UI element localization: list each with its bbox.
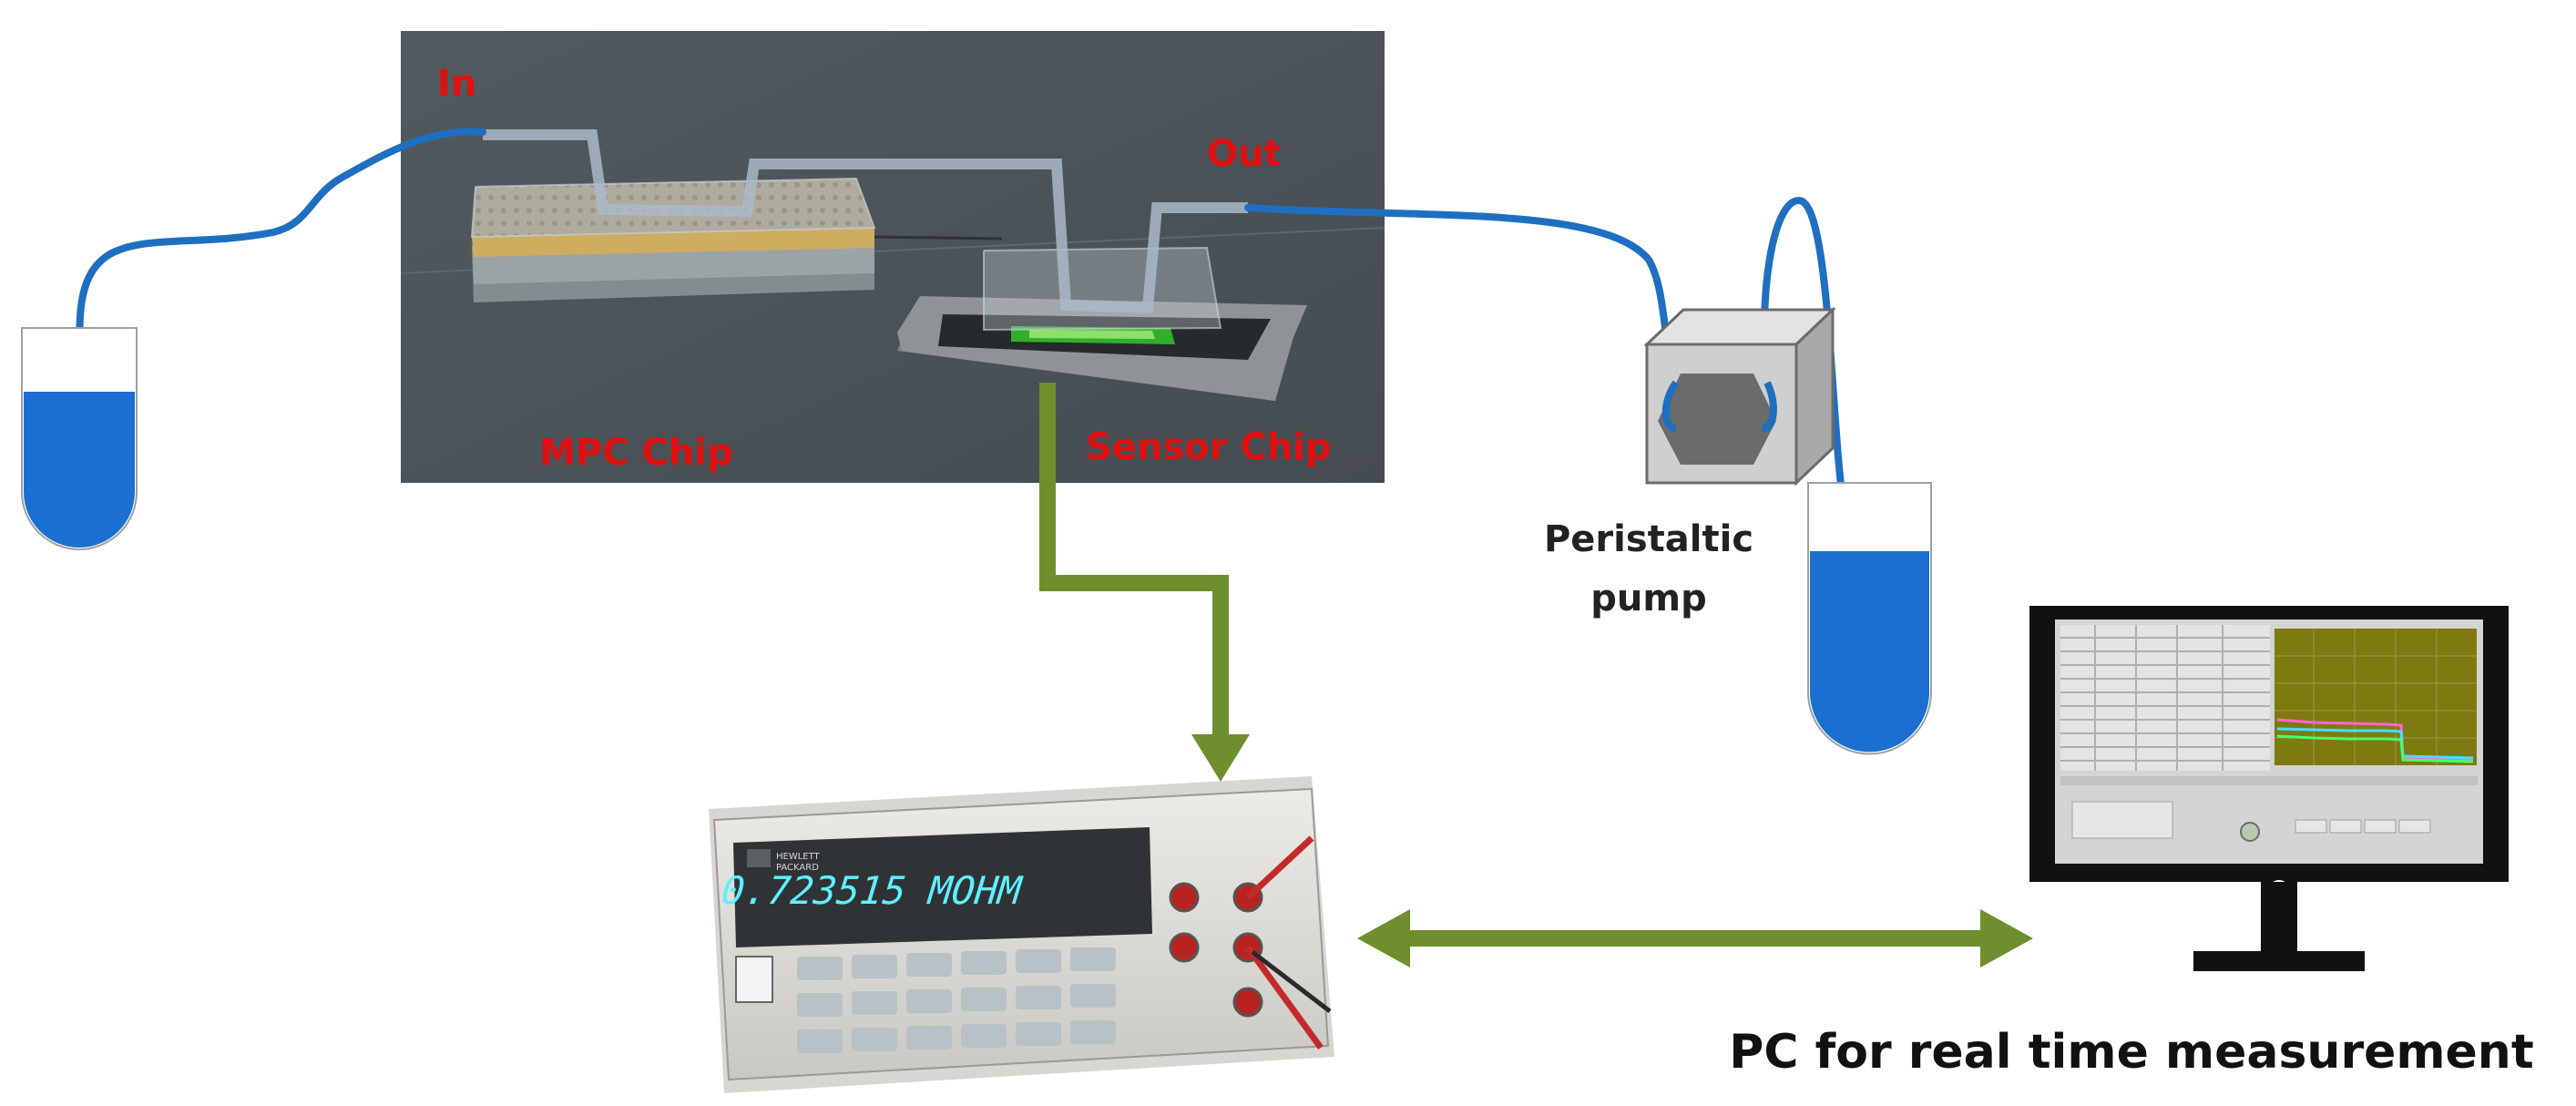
inlet-label: In bbox=[437, 63, 476, 105]
pc-label: PC for real time measurement bbox=[1729, 1025, 2533, 1080]
software-controls bbox=[2060, 776, 2478, 842]
software-table bbox=[2060, 625, 2270, 771]
start-knob[interactable] bbox=[2240, 822, 2260, 842]
control-button-2[interactable] bbox=[2329, 819, 2362, 834]
outlet-label: Out bbox=[1207, 133, 1282, 175]
key-4[interactable] bbox=[961, 951, 1007, 975]
power-button[interactable] bbox=[735, 956, 773, 1003]
pump-tube bbox=[1760, 196, 1848, 514]
inlet-reservoir bbox=[21, 327, 138, 550]
test-lead-2 bbox=[1245, 945, 1324, 1050]
chip-rendering-panel bbox=[400, 31, 1385, 483]
outlet-reservoir bbox=[1807, 482, 1932, 755]
brand-line1: HEWLETT bbox=[776, 852, 821, 862]
key-11[interactable] bbox=[1016, 986, 1061, 1009]
pc-monitor bbox=[2029, 606, 2509, 971]
sensor-chip-label: Sensor Chip bbox=[1086, 426, 1332, 468]
mpc-chip bbox=[470, 177, 876, 302]
key-5[interactable] bbox=[1016, 949, 1061, 973]
peristaltic-pump bbox=[1643, 306, 1836, 486]
key-17[interactable] bbox=[1016, 1022, 1061, 1046]
digital-multimeter: HEWLETT PACKARD 0.723515 MOHM bbox=[709, 776, 1334, 1093]
software-plot bbox=[2274, 629, 2477, 765]
key-16[interactable] bbox=[961, 1024, 1007, 1048]
pump-label-line2: pump bbox=[1590, 578, 1706, 620]
key-3[interactable] bbox=[906, 953, 952, 977]
pump-label-line1: Peristaltic bbox=[1544, 518, 1753, 560]
test-lead-3 bbox=[1251, 950, 1332, 1013]
key-7[interactable] bbox=[797, 993, 843, 1017]
terminal-current bbox=[1232, 987, 1263, 1018]
key-8[interactable] bbox=[852, 991, 897, 1015]
mpc-chip-label: MPC Chip bbox=[539, 432, 733, 474]
signal-arrow-sensor-to-meter bbox=[1039, 383, 1250, 782]
microfluidic-channel bbox=[483, 129, 1248, 314]
control-button-1[interactable] bbox=[2295, 819, 2327, 834]
control-button-4[interactable] bbox=[2398, 819, 2431, 834]
control-button-3[interactable] bbox=[2364, 819, 2397, 834]
key-14[interactable] bbox=[852, 1028, 897, 1051]
terminal-hi bbox=[1169, 882, 1200, 913]
key-2[interactable] bbox=[852, 955, 897, 978]
function-keypad bbox=[797, 947, 1116, 1053]
key-1[interactable] bbox=[797, 957, 843, 980]
sensor-chip bbox=[897, 246, 1307, 401]
pump-rotor bbox=[1658, 374, 1776, 465]
inlet-tube bbox=[76, 128, 486, 350]
meter-display: 0.723515 MOHM bbox=[720, 868, 1025, 913]
plot-series-3 bbox=[2276, 734, 2474, 763]
key-12[interactable] bbox=[1070, 984, 1116, 1008]
data-arrow-meter-pc bbox=[1357, 909, 2033, 968]
key-13[interactable] bbox=[797, 1029, 843, 1053]
key-18[interactable] bbox=[1070, 1020, 1116, 1044]
key-10[interactable] bbox=[961, 988, 1007, 1011]
key-9[interactable] bbox=[906, 989, 952, 1013]
monitor-base bbox=[2193, 951, 2365, 971]
hp-logo bbox=[747, 849, 771, 867]
monitor-neck bbox=[2261, 882, 2297, 964]
brand-line2: PACKARD bbox=[776, 863, 819, 873]
key-15[interactable] bbox=[906, 1026, 952, 1050]
key-6[interactable] bbox=[1070, 947, 1116, 971]
terminal-lo bbox=[1169, 932, 1200, 963]
test-lead-1 bbox=[1245, 835, 1314, 900]
connection-wire bbox=[874, 235, 1003, 241]
